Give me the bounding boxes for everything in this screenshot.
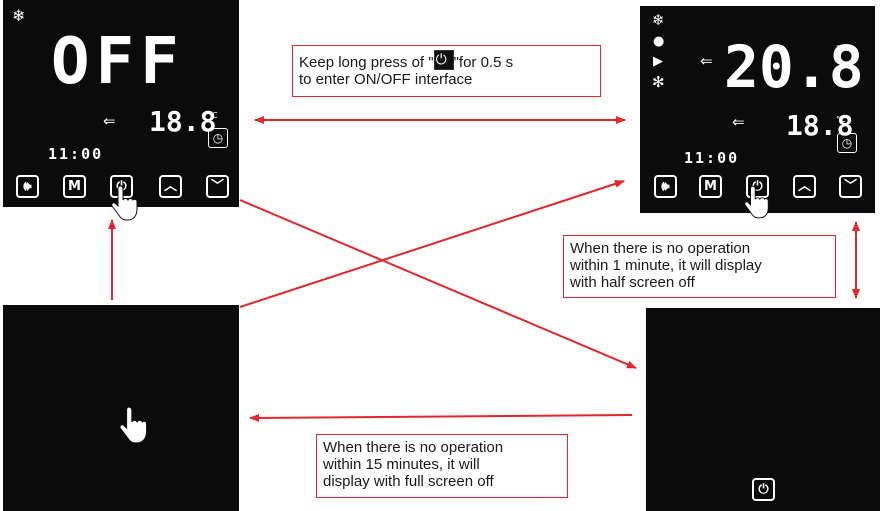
hand-cursor-icon (744, 185, 769, 219)
power-icon: ⏻ (433, 50, 454, 70)
arrow-in-icon: ⇐ (103, 112, 116, 130)
off-display-text: OFF (51, 25, 185, 99)
chevron-down-icon: ﹀ (210, 179, 224, 194)
one-minute-note: When there is no operation within 1 minu… (563, 235, 836, 298)
chevron-up-icon: ︿ (797, 179, 811, 194)
hand-cursor-icon (119, 406, 148, 444)
room-temperature: 18.8 (786, 109, 854, 142)
one-minute-line-2: within 1 minute, it will display (570, 257, 762, 274)
arrow-full-off-to-on (239, 180, 625, 308)
snowflake-icon: ❄ (12, 6, 26, 25)
arrow-half-off-to-full-off (249, 413, 633, 422)
room-temperature: 18.8 (149, 105, 217, 138)
full-off-screen-panel (3, 305, 239, 511)
fan-icon: ✻ (652, 73, 665, 91)
set-temperature: 20.8 (724, 33, 864, 101)
fifteen-minutes-note: When there is no operation within 15 min… (316, 434, 568, 498)
power-icon: ⏻ (752, 179, 763, 194)
chevron-up-icon: ︿ (163, 179, 177, 194)
up-button[interactable]: ︿ (793, 175, 816, 198)
down-button[interactable]: ﹀ (206, 175, 229, 198)
long-press-line-2: to enter ON/OFF interface (299, 71, 473, 88)
mode-button[interactable]: M (699, 175, 722, 198)
down-button[interactable]: ﹀ (839, 175, 862, 198)
play-icon: ▶ (653, 54, 663, 69)
power-button[interactable]: ⏻ (746, 175, 769, 198)
long-press-note: Keep long press of "⏻"for 0.5 s to enter… (292, 45, 601, 97)
mode-button[interactable]: M (63, 175, 86, 198)
temperature-unit: °C (836, 115, 846, 124)
circle-icon: ● (653, 34, 665, 49)
mode-label: M (704, 179, 717, 194)
fifteen-minutes-line-3: display with full screen off (323, 473, 494, 490)
arrow-in-icon: ⇐ (700, 52, 713, 70)
on-screen-panel: ❄ ● ▶ ✻ ⇐ 20.8 °C ⇐ 18.8 °C ◷ 11:00 🕪 M … (640, 6, 875, 219)
arrow-in-icon: ⇐ (732, 113, 745, 131)
power-icon: ⏻ (758, 482, 769, 497)
snowflake-icon: ❄ (652, 11, 665, 29)
set-temperature-unit: °C (836, 44, 846, 53)
clock-time: 11:00 (48, 145, 104, 163)
clock-time: 11:00 (684, 149, 740, 167)
off-screen-panel: ❄ OFF ⇐ 18.8 °C ◷ 11:00 🕪 M ⏻ ︿ ﹀ (3, 0, 239, 221)
speaker-button[interactable]: 🕪 (16, 175, 39, 198)
speaker-icon: 🕪 (661, 179, 670, 194)
half-off-screen-panel: ⏻ (646, 308, 880, 511)
chevron-down-icon: ﹀ (843, 179, 857, 194)
speaker-button[interactable]: 🕪 (654, 175, 677, 198)
up-button[interactable]: ︿ (159, 175, 182, 198)
fifteen-minutes-line-1: When there is no operation (323, 439, 504, 456)
one-minute-line-3: with half screen off (570, 274, 695, 291)
fifteen-minutes-line-2: within 15 minutes, it will (323, 456, 480, 473)
speaker-icon: 🕪 (23, 179, 32, 194)
clock-icon: ◷ (837, 133, 857, 153)
temperature-unit: °C (208, 111, 218, 120)
power-button[interactable]: ⏻ (752, 478, 775, 501)
one-minute-line-1: When there is no operation (570, 240, 751, 257)
long-press-line-1: Keep long press of "⏻"for 0.5 s (299, 50, 514, 71)
clock-icon: ◷ (208, 128, 228, 148)
arrow-off-to-half-off (239, 199, 637, 369)
hand-cursor-icon (111, 185, 138, 221)
mode-label: M (68, 179, 81, 194)
